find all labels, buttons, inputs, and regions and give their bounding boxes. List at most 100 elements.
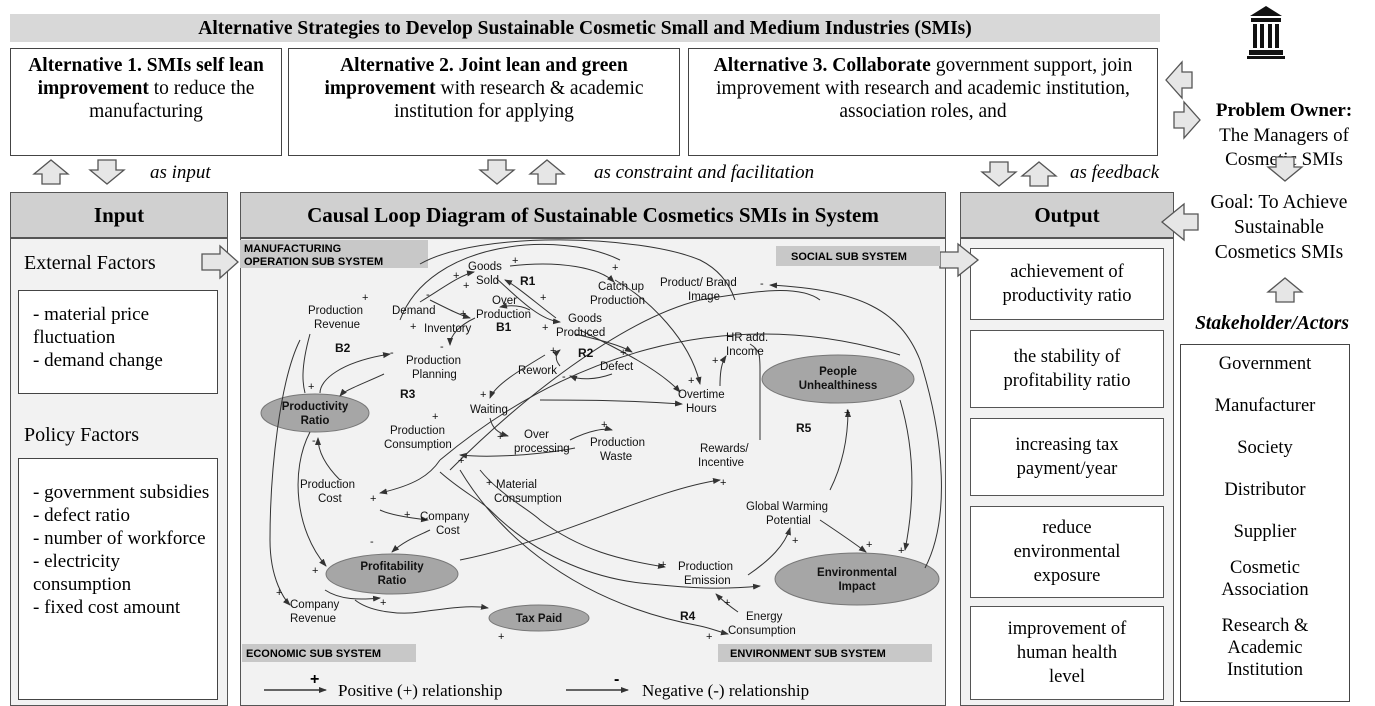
tag-manufacturing: OPERATION SUB SYSTEM xyxy=(244,256,383,268)
node-production-planning: Production xyxy=(406,355,461,367)
node-production-waste: Production xyxy=(590,437,645,449)
loop-r5: R5 xyxy=(796,421,812,435)
problem-owner-label: Problem Owner: xyxy=(1215,100,1353,121)
policy-factors-label: Policy Factors xyxy=(24,424,139,446)
node-production-planning: Planning xyxy=(412,369,457,381)
policy-item: - number of workforce xyxy=(33,528,206,549)
cld-panel xyxy=(240,238,946,706)
tag-social: SOCIAL SUB SYSTEM xyxy=(791,251,907,263)
polarity-plus: + xyxy=(688,375,694,387)
external-item: - material price fluctuation xyxy=(33,304,150,348)
cld-loop-labels: R1 B1 B2 R2 R3 R4 R5 xyxy=(335,274,812,623)
cld-header: Causal Loop Diagram of Sustainable Cosme… xyxy=(240,192,946,238)
node-global-warming: Potential xyxy=(766,515,811,527)
polarity-plus: + xyxy=(620,347,626,359)
block-arrows xyxy=(32,60,1304,303)
node-productivity-ratio: Ratio xyxy=(301,415,330,427)
node-production-revenue: Production xyxy=(308,305,363,317)
polarity-minus: - xyxy=(440,341,444,353)
external-factors-label: External Factors xyxy=(24,252,156,274)
loop-r4: R4 xyxy=(680,609,696,623)
polarity-minus: - xyxy=(562,371,566,383)
node-over-processing: processing xyxy=(514,443,570,455)
node-production-cost: Cost xyxy=(318,493,342,505)
polarity-plus: + xyxy=(550,345,556,357)
tag-manufacturing-bg xyxy=(240,240,428,268)
polarity-plus: + xyxy=(601,419,607,431)
tag-manufacturing: MANUFACTURING xyxy=(244,243,341,255)
external-item: - demand change xyxy=(33,350,163,371)
stakeholder-item: Manufacturer xyxy=(1214,396,1316,416)
node-company-revenue: Company xyxy=(290,599,339,611)
cld-legend: + Positive (+) relationship - Negative (… xyxy=(264,671,809,700)
polarity-plus: + xyxy=(458,455,464,467)
input-header: Input xyxy=(10,192,228,238)
polarity-plus: + xyxy=(844,407,850,419)
polarity-plus: + xyxy=(712,355,718,367)
polarity-plus: + xyxy=(792,535,798,547)
node-catch-up: Production xyxy=(590,295,645,307)
block-arrow-right xyxy=(939,242,980,278)
node-profitability-ratio: Profitability xyxy=(360,561,424,573)
legend-minus: - xyxy=(614,671,619,688)
polarity-plus: + xyxy=(312,565,318,577)
loop-b1: B1 xyxy=(496,320,512,334)
loop-r2: R2 xyxy=(578,346,594,360)
polarity-plus: + xyxy=(706,631,712,643)
output-line: payment/year xyxy=(1016,459,1118,479)
node-goods-produced: Goods xyxy=(568,313,602,325)
stakeholder-item: Cosmetic xyxy=(1230,558,1300,578)
stakeholder-item: Distributor xyxy=(1224,480,1306,500)
polarity-plus: + xyxy=(898,545,904,557)
polarity-plus: + xyxy=(410,321,416,333)
flow-label-feedback: as feedback xyxy=(1070,162,1160,183)
output-line: exposure xyxy=(1033,566,1101,586)
alternative-1-text: to reduce the manufacturing xyxy=(89,78,255,122)
node-people-unhealthiness: Unhealthiness xyxy=(799,380,878,392)
output-line: the stability of xyxy=(1013,347,1121,367)
output-line: achievement of xyxy=(1010,262,1124,282)
node-production-revenue: Revenue xyxy=(314,319,360,331)
alternative-3-bold: Alternative 3. Collaborate xyxy=(713,55,931,76)
output-line: human health xyxy=(1016,643,1118,663)
node-energy-consumption: Energy xyxy=(746,611,783,623)
block-arrow-up xyxy=(32,159,70,185)
polarity-plus: - xyxy=(390,347,394,359)
node-global-warming: Global Warming xyxy=(746,501,828,513)
polarity-plus: + xyxy=(308,381,314,393)
node-company-cost: Company xyxy=(420,511,469,523)
stakeholder-item: Society xyxy=(1237,438,1293,458)
node-goods-sold: Sold xyxy=(476,275,499,287)
block-arrow-down xyxy=(1266,156,1304,182)
goal-line: Cosmetics SMIs xyxy=(1214,242,1344,263)
node-over-production: Over xyxy=(492,295,517,307)
node-production-emission: Emission xyxy=(684,575,731,587)
alternative-1-bold: Alternative 1. SMIs self lean improvemen… xyxy=(28,55,264,99)
node-production-waste: Waste xyxy=(600,451,632,463)
node-material-consumption: Consumption xyxy=(494,493,562,505)
stakeholder-item: Association xyxy=(1221,580,1309,600)
node-hr-income: Income xyxy=(726,346,764,358)
node-company-cost: Cost xyxy=(436,525,460,537)
tag-social-bg xyxy=(776,246,940,266)
block-arrow-left xyxy=(1165,60,1193,100)
alternative-2-text: with research & academic institution for… xyxy=(394,78,644,122)
polarity-plus: + xyxy=(370,493,376,505)
block-arrow-down xyxy=(478,159,516,185)
polarity-plus: + xyxy=(432,411,438,423)
polarity-plus: + xyxy=(486,477,492,489)
output-header: Output xyxy=(960,192,1174,238)
node-catch-up: Catch up xyxy=(598,281,644,293)
node-production-consumption: Production xyxy=(390,425,445,437)
polarity-plus: + xyxy=(460,308,466,320)
goal-line: Goal: To Achieve xyxy=(1210,192,1348,213)
polarity-plus: + xyxy=(720,477,726,489)
polarity-plus: + xyxy=(724,597,730,609)
node-overtime-hours: Overtime xyxy=(678,389,725,401)
output-line: improvement of xyxy=(1007,619,1127,639)
stakeholder-box: Government Manufacturer Society Distribu… xyxy=(1180,344,1350,702)
node-brand-image: Product/ Brand xyxy=(660,277,737,289)
polarity-plus: + xyxy=(463,280,469,292)
